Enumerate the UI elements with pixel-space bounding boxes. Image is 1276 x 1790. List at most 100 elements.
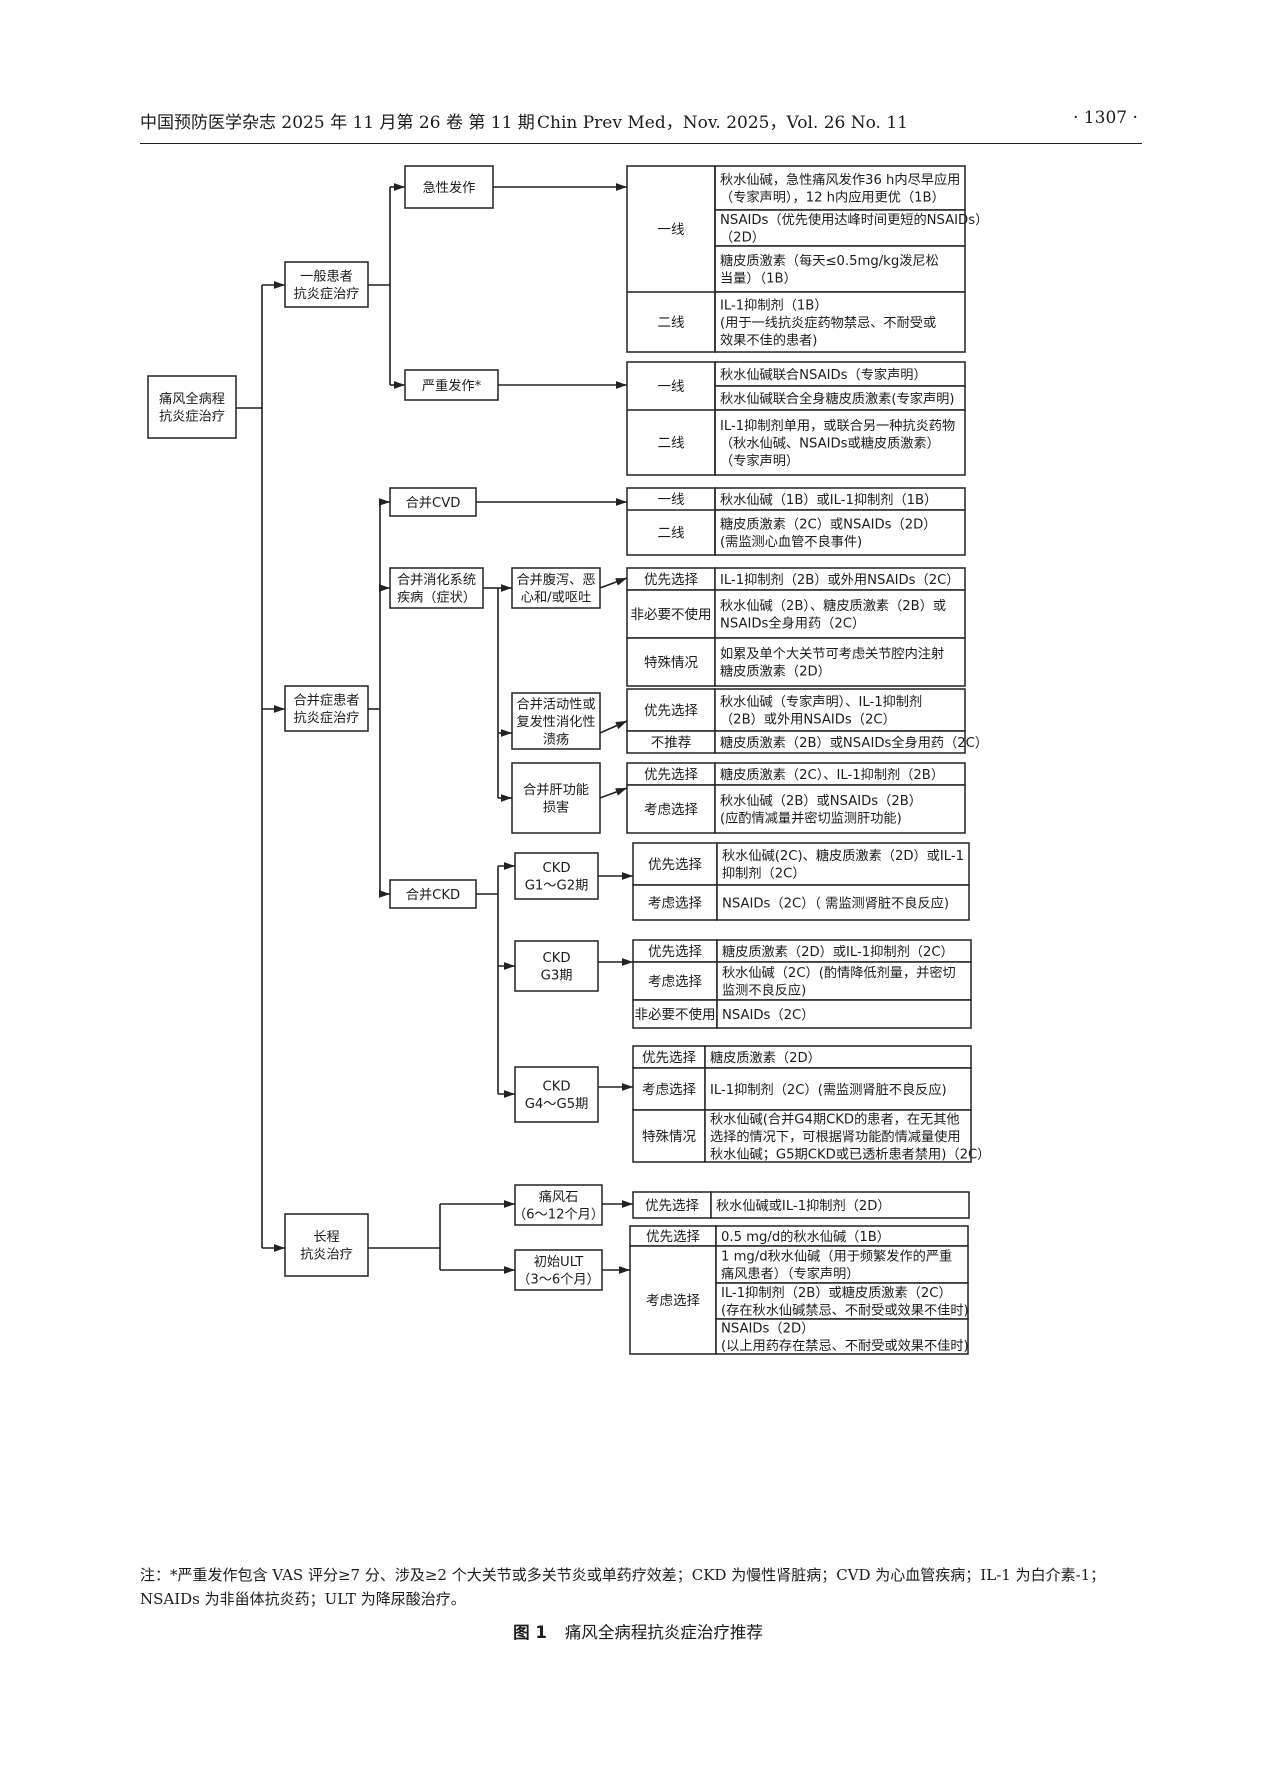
rec-acute-nsaids: NSAIDs（优先使用达峰时间更短的NSAIDs）（2D） <box>714 209 988 247</box>
node-initial-ult-line-2: （3～6个月） <box>517 1272 600 1288</box>
node-diarrhea-line-2: 心和/或呕吐 <box>521 590 591 606</box>
ult-consider-cell <box>629 1245 717 1355</box>
tier-cvd-frame <box>626 487 716 556</box>
rec-acute-il1-line-2: (用于一线抗炎症药物禁忌、不耐受或 <box>720 315 936 331</box>
node-tophus-line-1: 痛风石 <box>539 1188 579 1205</box>
liver-preferred-text: 优先选择 <box>644 767 698 783</box>
node-liver-line-2: 损害 <box>543 800 569 816</box>
node-long-term-frame <box>284 1213 369 1277</box>
connector <box>599 720 628 734</box>
node-long-term-line-2: 抗炎治疗 <box>300 1247 353 1263</box>
tier-severe-second-line: 二线 <box>658 435 685 451</box>
rec-severe-colchicine-nsaids: 秋水仙碱联合NSAIDs（专家声明） <box>714 361 966 387</box>
ult-consider: 考虑选择 <box>646 1293 700 1309</box>
figure-label: 图 1 <box>513 1623 547 1642</box>
ckd45-preferred: 优先选择 <box>642 1050 696 1066</box>
journal-header-en: Chin Prev Med，Nov. 2025，Vol. 26 No. 11 <box>537 113 908 133</box>
tophus-preferred-rec: 秋水仙碱或IL-1抑制剂（2D） <box>710 1191 970 1219</box>
rec-severe-il1-line-3: （专家声明） <box>720 452 799 469</box>
liver-consider-text: 考虑选择 <box>644 802 698 818</box>
rec-ult-nsaids-frame <box>715 1318 969 1355</box>
ult-preferred-rec-line-1: 0.5 mg/d的秋水仙碱（1B） <box>721 1229 890 1245</box>
node-diarrhea-line-1: 合并腹泻、恶 <box>516 571 595 588</box>
node-root-line-1: 痛风全病程 <box>159 390 225 407</box>
node-root-frame <box>147 375 237 439</box>
tophus-preferred-rec-frame <box>710 1191 970 1219</box>
node-comorbid-patients-frame <box>284 685 369 732</box>
diarrhea-preferred: 优先选择 <box>644 572 698 588</box>
node-ckd-g3-line-1: CKD <box>542 951 570 966</box>
diarrhea-not_necessary: 非必要不使用 <box>631 606 712 623</box>
ckd45-preferred-rec: 糖皮质激素（2D） <box>704 1045 972 1069</box>
node-initial-ult: 初始ULT（3～6个月） <box>514 1249 603 1291</box>
ult-consider-text: 考虑选择 <box>646 1293 700 1309</box>
rec-ult-colchicine-1mg-line-2: 痛风患者）（专家声明） <box>721 1265 859 1282</box>
node-digestive-line-1: 合并消化系统 <box>397 572 476 588</box>
node-digestive-frame <box>389 567 484 609</box>
rec-ult-nsaids: NSAIDs（2D）(以上用药存在禁忌、不耐受或效果不佳时) <box>715 1318 969 1355</box>
rec-cvd-second-line-1: 糖皮质激素（2C）或NSAIDs（2D） <box>720 517 936 533</box>
journal-header-cn: 中国预防医学杂志 2025 年 11 月第 26 卷 第 11 期 <box>140 113 535 133</box>
ckd45-consider-rec-frame <box>704 1067 972 1111</box>
node-digestive-line-2: 疾病（症状） <box>397 590 476 606</box>
node-cvd-line-1: 合并CVD <box>406 495 461 511</box>
ckd3-consider-rec-line-1: 秋水仙碱（2C）(酌情降低剂量，并密切 <box>722 964 956 981</box>
rec-acute-glucocorticoid-line-2: 当量）（1B） <box>720 271 797 287</box>
node-general-patients-line-1: 一般患者 <box>300 269 353 285</box>
node-severe-attack-line-1: 严重发作* <box>422 378 482 394</box>
rec-acute-colchicine: 秋水仙碱，急性痛风发作36 h内尽早应用（专家声明），12 h内应用更优（1B） <box>714 165 966 211</box>
header-rule <box>140 143 1142 144</box>
diarrhea-preferred-rec-line-1: IL-1抑制剂（2B）或外用NSAIDs（2C） <box>720 572 959 588</box>
node-ckd-g1-g2-frame <box>514 852 599 900</box>
ckd45-special-rec-line-3: 秋水仙碱；G5期CKD或已透析患者禁用)（2C） <box>710 1146 990 1162</box>
rec-severe-il1-line-1: IL-1抑制剂单用，或联合另一种抗炎药物 <box>720 418 955 434</box>
figure-title: 痛风全病程抗炎症治疗推荐 <box>564 1623 763 1642</box>
diarrhea-special: 特殊情况 <box>644 655 698 671</box>
figure-caption: 图 1 痛风全病程抗炎症治疗推荐 <box>0 1619 1276 1643</box>
ulcer-not_recommended-rec-frame <box>714 730 966 754</box>
tier-severe-first-line-text: 一线 <box>658 379 685 395</box>
node-ckd: 合并CKD <box>389 879 477 909</box>
connector <box>599 787 628 799</box>
rec-acute-il1-frame <box>714 291 966 353</box>
ckd3-not_necessary-rec-line-1: NSAIDs（2C） <box>722 1008 814 1023</box>
ckd45-consider-cell <box>632 1067 706 1111</box>
node-ulcer-line-1: 合并活动性或 <box>516 696 595 712</box>
ckd45-special-rec-line-2: 选择的情况下，可根据肾功能酌情减量使用 <box>710 1128 961 1145</box>
node-tophus: 痛风石 （6～12个月） <box>513 1184 604 1226</box>
node-severe-attack-frame <box>404 369 499 401</box>
node-acute-attack-frame <box>404 165 494 209</box>
rec-acute-colchicine-line-1: 秋水仙碱，急性痛风发作36 h内尽早应用 <box>720 171 960 188</box>
ckd12-preferred-rec-line-1: 秋水仙碱(2C)、糖皮质激素（2D）或IL-1 <box>722 848 964 864</box>
tier-severe-first-line: 一线 <box>658 379 685 395</box>
tier-acute-frame <box>626 165 716 353</box>
ulcer-preferred-rec-line-1: 秋水仙碱（专家声明）、IL-1抑制剂 <box>720 693 922 710</box>
ckd3-consider-rec-frame <box>716 961 972 1001</box>
ckd45-special-rec-frame <box>704 1109 972 1163</box>
diarrhea-preferred-rec: IL-1抑制剂（2B）或外用NSAIDs（2C） <box>714 567 966 591</box>
rec-acute-glucocorticoid-line-1: 糖皮质激素（每天≤0.5mg/kg泼尼松 <box>720 253 939 269</box>
ckd3-consider: 考虑选择 <box>648 974 702 990</box>
diarrhea-special-rec-line-1: 如累及单个大关节可考虑关节腔内注射 <box>720 646 944 662</box>
page-number: · 1307 · <box>1073 108 1138 128</box>
ckd3-preferred-text: 优先选择 <box>648 944 702 960</box>
liver-consider-rec-line-1: 秋水仙碱（2B）或NSAIDs（2B） <box>720 793 922 809</box>
tier-acute-first-line: 一线 <box>658 222 685 238</box>
rec-acute-il1-line-1: IL-1抑制剂（1B） <box>720 297 828 313</box>
node-root-line-2: 抗炎症治疗 <box>159 409 225 425</box>
node-ckd-frame <box>389 879 477 909</box>
node-ulcer-line-3: 溃疡 <box>543 731 569 747</box>
ckd12-preferred: 优先选择 <box>648 857 702 873</box>
liver-consider-rec: 秋水仙碱（2B）或NSAIDs（2B）(应酌情减量并密切监测肝功能) <box>714 784 966 834</box>
ulcer-preferred-rec-frame <box>714 688 966 732</box>
node-acute-attack-line-1: 急性发作 <box>423 180 476 196</box>
node-root: 痛风全病程抗炎症治疗 <box>147 375 237 439</box>
tier-cvd-first-line: 一线 <box>658 492 685 508</box>
node-tophus-line-2: （6～12个月） <box>513 1207 604 1223</box>
ulcer-not_recommended-rec-line-1: 糖皮质激素（2B）或NSAIDs全身用药（2C） <box>720 734 988 751</box>
